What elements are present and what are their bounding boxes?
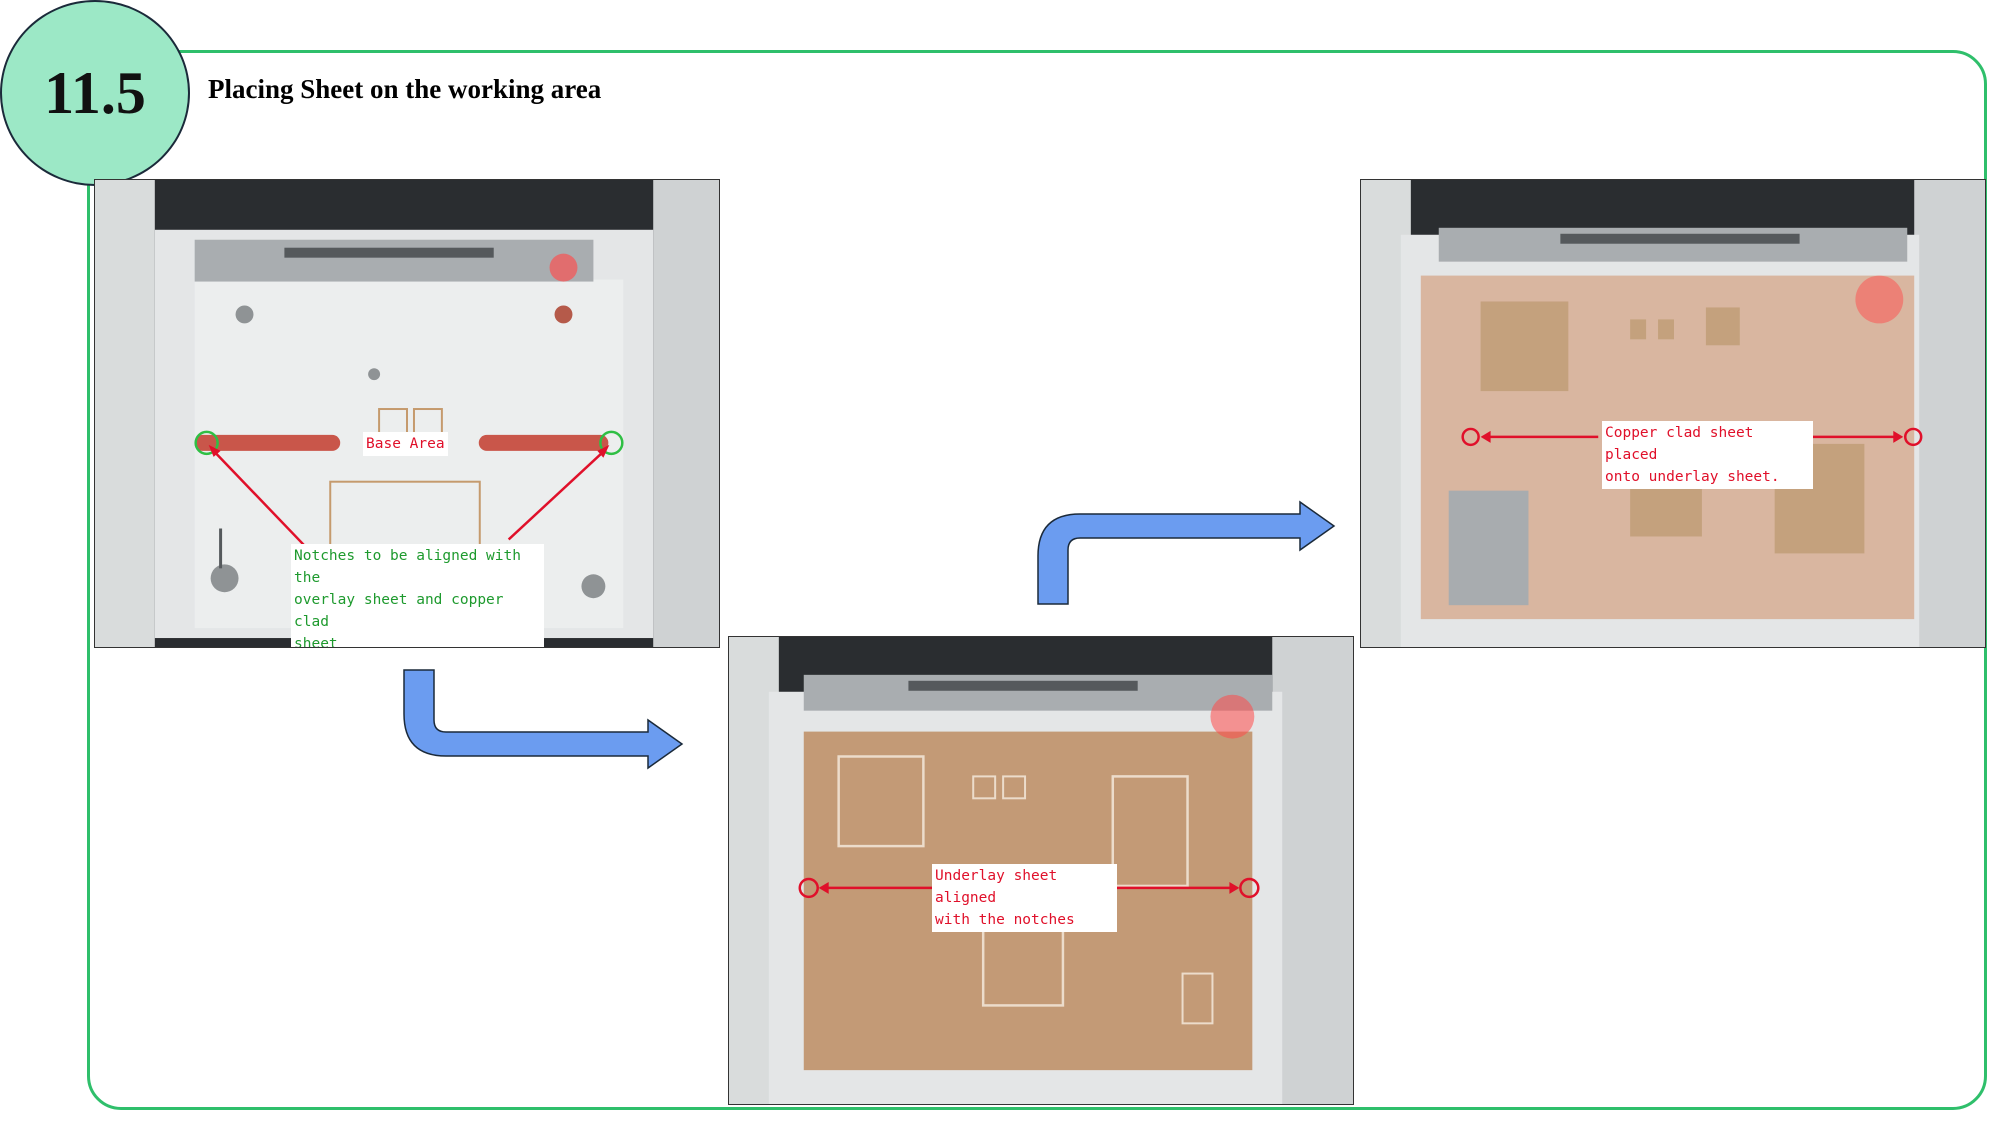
step-title: Placing Sheet on the working area	[208, 74, 602, 104]
base-area-photo: Base Area Notches to be aligned with the…	[94, 179, 720, 648]
underlay-label: Underlay sheet aligned with the notches	[932, 864, 1117, 932]
flow-arrow-2-icon	[1037, 500, 1336, 605]
flow-arrow-1-icon	[403, 669, 684, 770]
step-number-badge: 11.5	[0, 0, 190, 186]
notches-label: Notches to be aligned with the overlay s…	[291, 544, 544, 647]
step-number: 11.5	[44, 59, 146, 126]
copper-clad-label: Copper clad sheet placed onto underlay s…	[1602, 421, 1813, 489]
copper-clad-sheet-photo: Copper clad sheet placed onto underlay s…	[1360, 179, 1986, 648]
underlay-sheet-photo: Underlay sheet aligned with the notches	[728, 636, 1354, 1105]
base-area-label: Base Area	[363, 432, 448, 456]
